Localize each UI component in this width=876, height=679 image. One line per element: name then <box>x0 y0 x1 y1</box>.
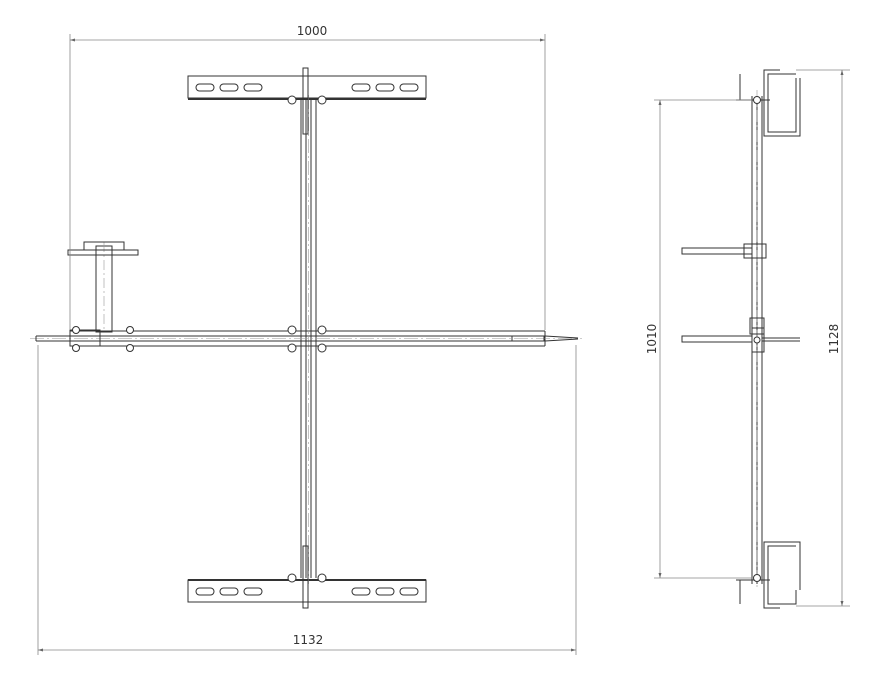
side-dimensions <box>654 69 850 607</box>
dim-side-outer-height: 1128 <box>827 324 841 355</box>
front-dimensions <box>37 34 577 655</box>
vertical-mast <box>300 67 317 609</box>
side-view <box>681 69 801 609</box>
top-bracket-plate <box>187 75 427 100</box>
bolts <box>72 95 327 583</box>
side-bottom-hook <box>736 541 801 609</box>
dim-top-width: 1000 <box>297 24 328 38</box>
dim-bottom-width: 1132 <box>293 633 324 647</box>
horizontal-boom <box>30 330 582 347</box>
top-plate-slots <box>195 83 419 92</box>
side-lower-arm <box>681 317 800 353</box>
side-top-hook <box>736 69 801 137</box>
side-upper-arm <box>681 243 767 259</box>
bottom-bracket-plate <box>187 579 427 603</box>
front-view <box>30 67 582 609</box>
left-post <box>67 241 139 347</box>
bottom-plate-slots <box>195 587 419 596</box>
dim-side-inner-height: 1010 <box>645 324 659 355</box>
